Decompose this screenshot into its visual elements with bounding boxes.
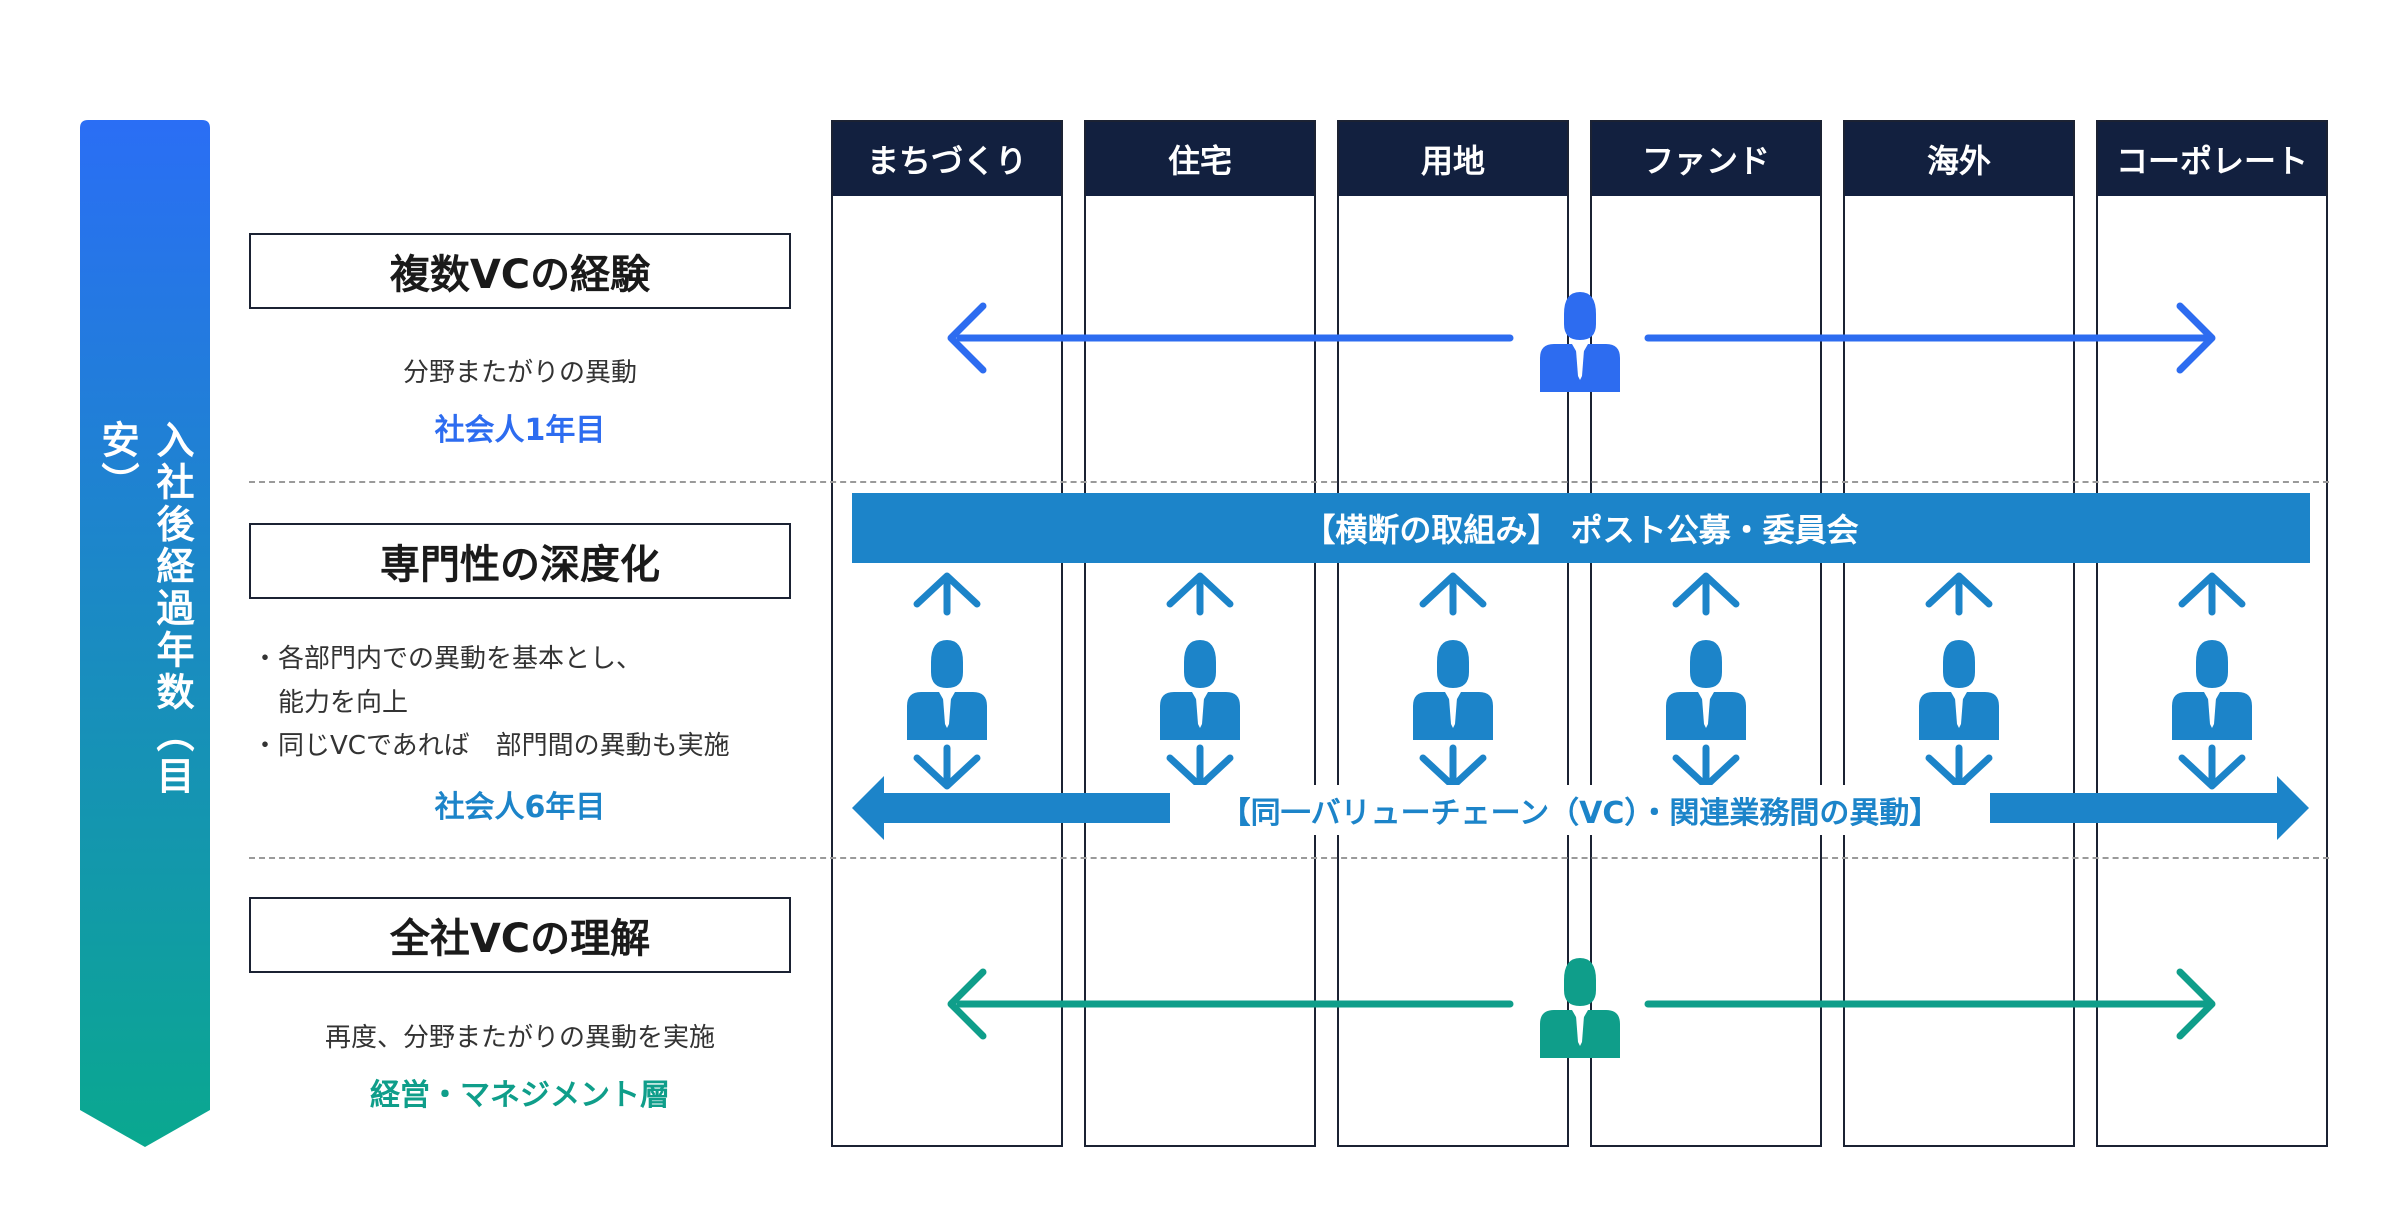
person-icon xyxy=(1919,640,1999,740)
dept-column-machizukuri: まちづくり xyxy=(831,120,1063,1147)
person-icon xyxy=(1160,640,1240,740)
up-arrow-icon xyxy=(913,572,981,616)
right-arrow-icon xyxy=(1644,302,2216,374)
years-label: 入社後経過年数（目安） xyxy=(95,420,194,798)
stage-description: 再度、分野またがりの異動を実施 xyxy=(324,1023,715,1053)
down-arrow-icon xyxy=(913,744,981,790)
person-icon xyxy=(1540,958,1620,1058)
dept-header: 住宅 xyxy=(1086,122,1314,196)
down-arrow-icon xyxy=(2178,744,2246,790)
dept-header: 用地 xyxy=(1339,122,1567,196)
right-arrow-icon xyxy=(1644,968,2216,1040)
vc-transfer-label: 【同一バリューチェーン（VC）・関連業務間の異動】 xyxy=(1170,785,1990,835)
dept-column-overseas: 海外 xyxy=(1843,120,2075,1147)
stage-title-multi-vc: 複数VCの経験 xyxy=(249,233,791,309)
dept-header: まちづくり xyxy=(833,122,1061,196)
stage-divider xyxy=(249,481,2329,483)
stage-level: 社会人1年目 xyxy=(434,413,606,448)
dept-header: ファンド xyxy=(1592,122,1820,196)
person-icon xyxy=(907,640,987,740)
stage-title-specialization: 専門性の深度化 xyxy=(249,523,791,599)
down-arrow-icon xyxy=(1419,744,1487,790)
stage-title-company-vc: 全社VCの理解 xyxy=(249,897,791,973)
up-arrow-icon xyxy=(1166,572,1234,616)
down-arrow-icon xyxy=(1166,744,1234,790)
dept-column-fund: ファンド xyxy=(1590,120,1822,1147)
stage-level: 経営・マネジメント層 xyxy=(370,1078,670,1113)
stage-divider xyxy=(249,857,2329,859)
person-icon xyxy=(2172,640,2252,740)
up-arrow-icon xyxy=(1925,572,1993,616)
dept-header: コーポレート xyxy=(2098,122,2326,196)
dept-header: 海外 xyxy=(1845,122,2073,196)
stage-level: 社会人6年目 xyxy=(434,790,606,825)
stage-bullet: ・同じVCであれば 部門間の異動も実施 xyxy=(252,731,730,761)
down-arrow-icon xyxy=(1672,744,1740,790)
cross-functional-band: 【横断の取組み】 ポスト公募・委員会 xyxy=(852,493,2310,563)
down-arrow-icon xyxy=(1925,744,1993,790)
left-arrow-icon xyxy=(947,968,1514,1040)
years-arrow xyxy=(80,120,210,1147)
up-arrow-icon xyxy=(1672,572,1740,616)
left-arrow-icon xyxy=(947,302,1514,374)
up-arrow-icon xyxy=(1419,572,1487,616)
stage-bullet: ・各部門内での異動を基本とし、 能力を向上 xyxy=(252,644,643,718)
person-icon xyxy=(1666,640,1746,740)
dept-column-housing: 住宅 xyxy=(1084,120,1316,1147)
person-icon xyxy=(1413,640,1493,740)
up-arrow-icon xyxy=(2178,572,2246,616)
person-icon xyxy=(1540,292,1620,392)
stage-description: 分野またがりの異動 xyxy=(402,358,637,388)
dept-column-land: 用地 xyxy=(1337,120,1569,1147)
dept-column-corporate: コーポレート xyxy=(2096,120,2328,1147)
